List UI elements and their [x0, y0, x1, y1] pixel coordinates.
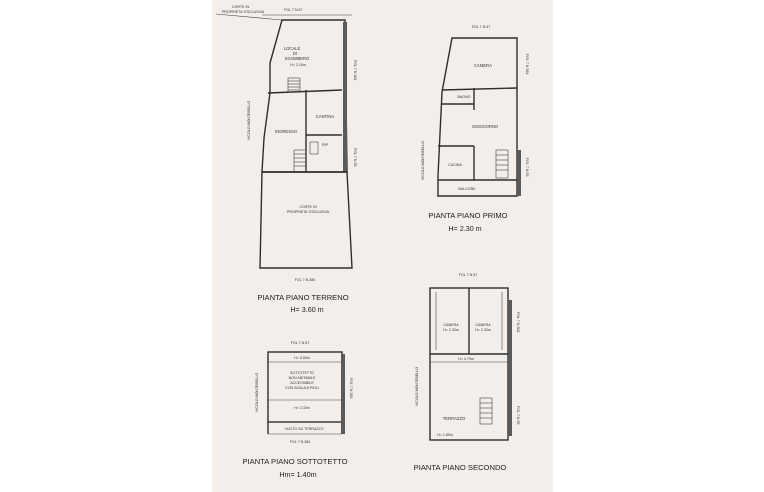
ground-corte-top-line1: CORTE IN: [232, 5, 250, 9]
attic-desc-line4: CON SCALA A PIOLI: [285, 386, 319, 390]
first-building-outline: [437, 37, 518, 197]
attic-fgl-bottom: FGL 7 N.380: [290, 440, 310, 444]
ground-vicolo-label: VICOLO MONTEBELLO: [247, 101, 251, 140]
first-balcone-label: BALCONE: [458, 187, 476, 191]
ground-wall-h1: [267, 89, 343, 94]
first-stairs: [495, 149, 509, 179]
first-camera-label: CAMERA: [474, 63, 492, 68]
floor-plans-drawing: CORTE IN PROPRIETA' ESCLUSIVA FGL 7 N.57…: [215, 5, 529, 479]
second-camera2-label: CAMERA: [475, 323, 491, 327]
ground-ingresso-label: INGRESSO: [275, 129, 298, 134]
attic-vicolo-label: VICOLO MONTEBELLO: [255, 373, 259, 412]
ground-building-outline: [261, 19, 348, 173]
ground-stairs-lower: [293, 149, 307, 173]
ground-corte-leader: [215, 13, 283, 21]
second-fgl-top: FGL 7 N.57: [459, 273, 477, 277]
attic-fgl-right: FGL 7 N.381: [349, 378, 353, 398]
attic-desc-line1: SOTTOTETTO: [290, 371, 314, 375]
second-floor-plan: FGL 7 N.57 CAMERA H= 2.30m CAMERA H= 2.3…: [414, 273, 520, 472]
second-camera1-height: H= 2.30m: [443, 328, 459, 332]
second-camera1-label: CAMERA: [443, 323, 459, 327]
ground-corte-top-line2: PROPRIETA' ESCLUSIVA: [222, 10, 265, 14]
second-title: PIANTA PIANO SECONDO: [414, 463, 507, 472]
attic-vuoto-label: VUOTO SU TERRAZZO: [284, 427, 323, 431]
second-terrazzo-label: TERRAZZO: [443, 416, 466, 421]
ground-hatched-wall: [343, 22, 347, 172]
attic-height: Hm= 1.40m: [279, 470, 316, 479]
second-fgl-right: FGL 7 N.381: [516, 312, 520, 332]
second-stairs: [479, 397, 493, 425]
ground-cantina-label: CANTINA: [316, 114, 335, 119]
first-bagno-label: BAGNO: [458, 95, 471, 99]
attic-h-top: H= 0.50m: [294, 356, 310, 360]
attic-h-bottom: H= 2.30m: [294, 406, 310, 410]
ground-height: H= 3.60 m: [290, 305, 323, 314]
ground-locale-height: H= 2.10m: [290, 63, 306, 67]
ground-locale-line1: LOCALE: [284, 46, 301, 51]
second-hatched-wall: [508, 300, 512, 436]
attic-desc-line3: ACCESSIBILE: [290, 381, 314, 385]
ground-courtyard-outline: [259, 171, 353, 269]
first-fgl-top: FGL 7 N.57: [472, 25, 490, 29]
ground-fgl-right: FGL 7 N.381: [353, 60, 357, 80]
first-cucina-label: CUCINA: [448, 163, 462, 167]
first-title: PIANTA PIANO PRIMO: [428, 211, 507, 220]
attic-fgl-top: FGL 7 N.57: [291, 341, 309, 345]
first-floor-plan: FGL 7 N.57 CAMERA BAGNO SOGGIORNO CUCINA…: [421, 25, 529, 233]
ground-title: PIANTA PIANO TERRENO: [257, 293, 348, 302]
ground-rip-label: RIP: [322, 143, 329, 147]
ground-corte-bottom-line2: PROPRIETA' ESCLUSIVA: [287, 210, 330, 214]
first-wall-h1: [441, 87, 518, 91]
ground-corte-bottom-line1: CORTE IN: [299, 205, 317, 209]
floor-plan-sheet: CORTE IN PROPRIETA' ESCLUSIVA FGL 7 N.57…: [212, 0, 553, 492]
ground-stairs-upper: [287, 77, 301, 93]
first-vicolo-label: VICOLO MONTEBELLO: [421, 141, 425, 180]
second-camera2-height: H= 2.30m: [475, 328, 491, 332]
first-soggiorno-label: SOGGIORNO: [472, 124, 499, 129]
ground-fgl-bottom: FGL 7 N.380: [295, 278, 315, 282]
ground-locale-line3: SGOMBERO: [285, 56, 310, 61]
second-h-mid: H= 4.70m: [458, 357, 474, 361]
ground-fgl-top: FGL 7 N.57: [284, 8, 302, 12]
first-hatched-wall: [517, 150, 521, 196]
attic-hatched-wall: [341, 354, 345, 434]
second-vicolo-label: VICOLO MONTEBELLO: [415, 367, 419, 406]
first-fgl-right: FGL 7 N.381: [525, 54, 529, 74]
attic-desc-line2: NON ABITABILE: [289, 376, 316, 380]
attic-floor-plan: FGL 7 N.57 H= 0.50m SOTTOTETTO NON ABITA…: [242, 341, 353, 479]
ground-locale-line2: DI: [293, 51, 297, 56]
second-fgl-right2: FGL 7 N.55: [516, 406, 520, 424]
ground-floor-plan: CORTE IN PROPRIETA' ESCLUSIVA FGL 7 N.57…: [215, 5, 357, 314]
second-h-bottom: H= 1.80m: [437, 433, 453, 437]
first-fgl-right2: FGL 7 N.55: [525, 158, 529, 176]
first-height: H= 2.30 m: [448, 224, 481, 233]
attic-title: PIANTA PIANO SOTTOTETTO: [242, 457, 347, 466]
ground-fgl-right2: FGL 7 N.55: [353, 148, 357, 166]
ground-rip-closet: [309, 141, 319, 155]
